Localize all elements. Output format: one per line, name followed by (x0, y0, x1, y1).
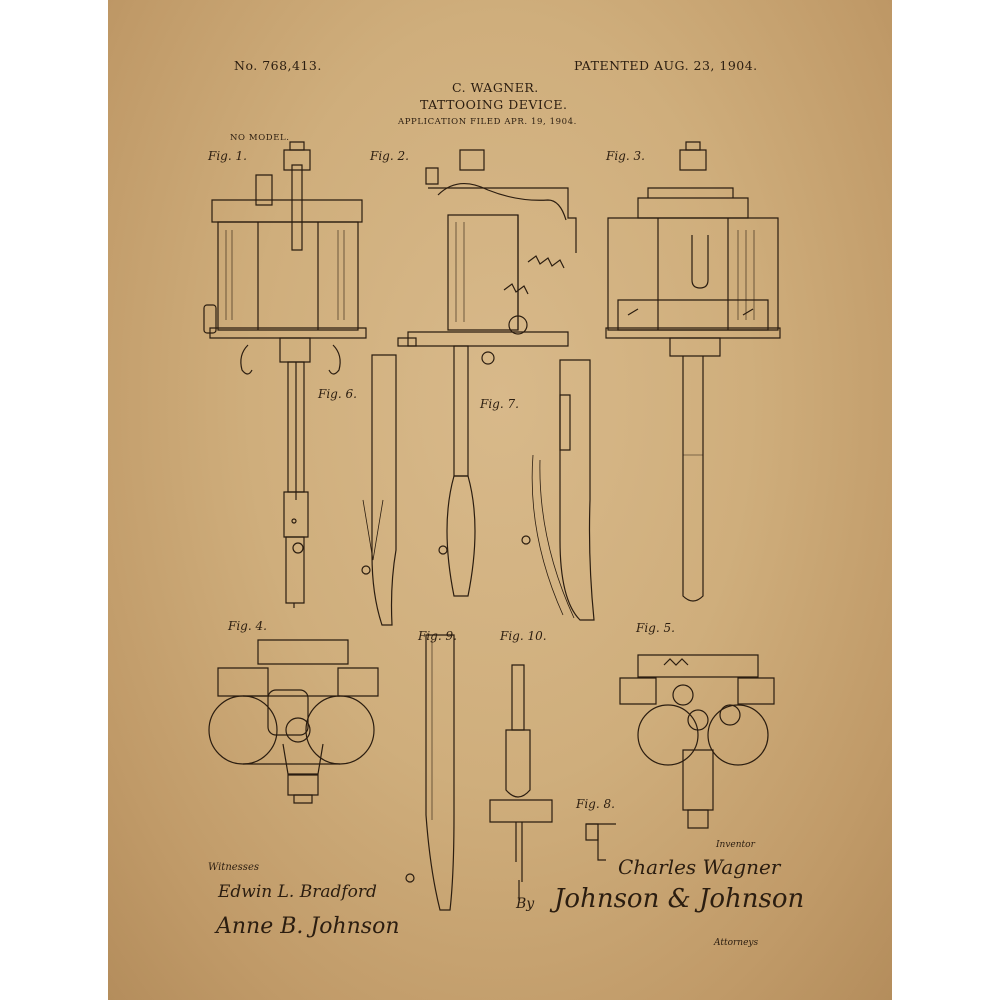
fig6-drawing (362, 355, 396, 625)
figure-labels: Fig. 1. Fig. 2. Fig. 3. Fig. 6. Fig. 7. … (207, 149, 675, 811)
fig6-label: Fig. 6. (317, 387, 357, 401)
inventor-signature: Charles Wagner (618, 855, 780, 879)
fig7-label: Fig. 7. (479, 397, 519, 411)
fig4-label: Fig. 4. (227, 619, 267, 633)
witness-1-signature: Edwin L. Bradford (218, 882, 377, 902)
fig8-label: Fig. 8. (575, 797, 615, 811)
fig8-drawing (586, 824, 616, 860)
fig2-label: Fig. 2. (369, 149, 409, 163)
fig3-label: Fig. 3. (605, 149, 645, 163)
attorney-signature: Johnson & Johnson (554, 884, 804, 914)
patent-drawings: Fig. 1. Fig. 2. Fig. 3. Fig. 6. Fig. 7. … (108, 0, 892, 1000)
fig5-drawing (620, 655, 774, 828)
attorneys-label: Attorneys (714, 938, 758, 948)
fig9-label: Fig. 9. (417, 629, 457, 643)
inventor-label: Inventor (716, 840, 755, 850)
by-label: By (516, 896, 534, 912)
fig7-drawing (522, 360, 594, 620)
witness-2-signature: Anne B. Johnson (216, 914, 400, 939)
witnesses-label: Witnesses (208, 862, 259, 873)
fig9-drawing (406, 635, 454, 910)
fig4-drawing (209, 640, 378, 803)
patent-sheet: No. 768,413. PATENTED AUG. 23, 1904. C. … (108, 0, 892, 1000)
fig10-drawing (490, 665, 552, 900)
fig5-label: Fig. 5. (635, 621, 675, 635)
fig2-drawing (398, 150, 576, 596)
fig3-drawing (606, 142, 780, 601)
fig10-label: Fig. 10. (499, 629, 547, 643)
fig1-label: Fig. 1. (207, 149, 247, 163)
fig1-drawing (204, 142, 366, 608)
